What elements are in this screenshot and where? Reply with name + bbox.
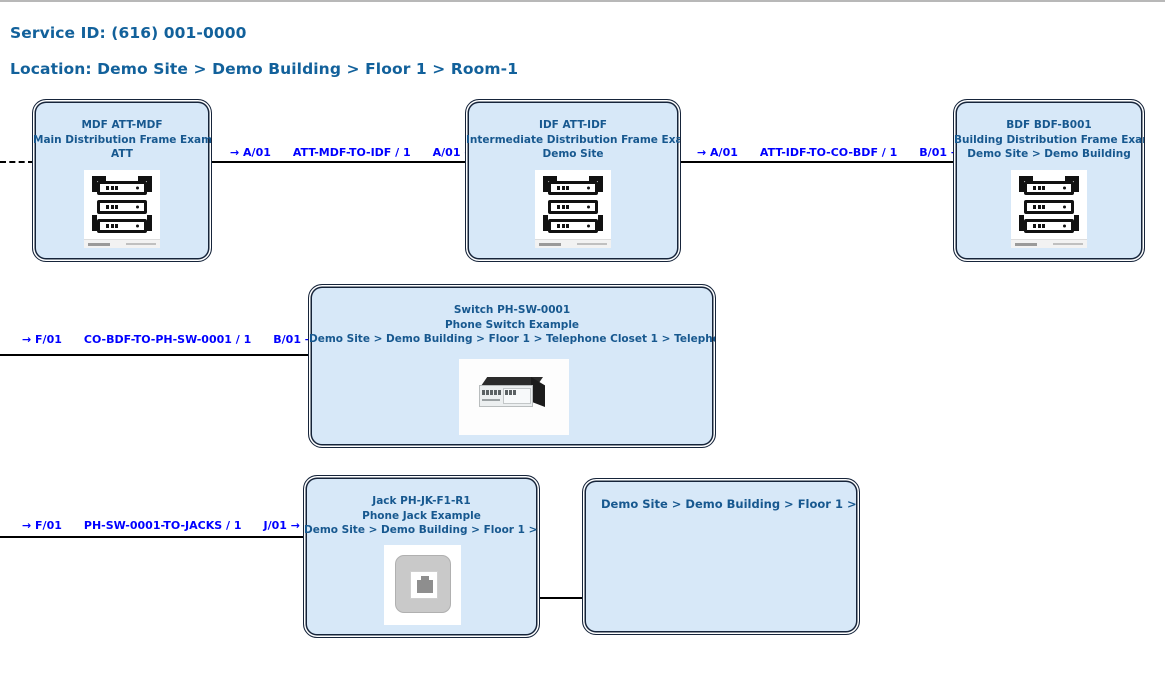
node-bdf-line3: Demo Site > Demo Building (967, 148, 1131, 160)
link-label-idf-to-bdf: → A/01 ATT-IDF-TO-CO-BDF / 1 B/01 → (697, 146, 960, 159)
link-line-jack-to-room (540, 597, 582, 599)
link-idf-to-bdf-circuit: ATT-IDF-TO-CO-BDF / 1 (759, 146, 898, 159)
node-mdf[interactable]: MDF ATT-MDF Main Distribution Frame Exam… (32, 99, 212, 262)
incoming-dashed-line (0, 161, 34, 163)
location-header: Location: Demo Site > Demo Building > Fl… (10, 60, 519, 78)
link-bdf-to-switch-left-port: → F/01 (22, 333, 62, 346)
node-idf-line2: Intermediate Distribution Frame Example (466, 133, 681, 146)
node-mdf-line1: MDF ATT-MDF (81, 119, 163, 131)
node-bdf-line2: Building Distribution Frame Example (954, 133, 1144, 146)
node-idf-line1: IDF ATT-IDF (539, 119, 607, 131)
node-mdf-line2: Main Distribution Frame Example (33, 133, 212, 146)
node-bdf[interactable]: BDF BDF-B001 Building Distribution Frame… (953, 99, 1145, 262)
link-mdf-to-idf-right-port: A/01 → (432, 146, 474, 159)
link-line-switch-to-jack (0, 536, 303, 538)
link-label-switch-to-jack: → F/01 PH-SW-0001-TO-JACKS / 1 J/01 → (22, 519, 300, 532)
server-rack-icon (84, 170, 160, 248)
node-jack-text: Jack PH-JK-F1-R1 Phone Jack Example Demo… (304, 476, 539, 538)
link-idf-to-bdf-left-port: → A/01 (697, 146, 738, 159)
node-switch-text: Switch PH-SW-0001 Phone Switch Example D… (309, 285, 715, 347)
node-jack-line3: Demo Site > Demo Building > Floor 1 > Ro… (304, 524, 539, 536)
node-bdf-line1: BDF BDF-B001 (1006, 119, 1092, 131)
network-switch-icon (459, 359, 569, 435)
link-mdf-to-idf-circuit: ATT-MDF-TO-IDF / 1 (292, 146, 411, 159)
link-line-idf-to-bdf (681, 161, 953, 163)
top-divider (0, 0, 1165, 2)
node-switch-line2: Phone Switch Example (444, 318, 580, 331)
link-bdf-to-switch-circuit: CO-BDF-TO-PH-SW-0001 / 1 (83, 333, 252, 346)
link-label-mdf-to-idf: → A/01 ATT-MDF-TO-IDF / 1 A/01 → (230, 146, 474, 159)
link-mdf-to-idf-left-port: → A/01 (230, 146, 271, 159)
link-idf-to-bdf-right-port: B/01 → (919, 146, 961, 159)
node-jack[interactable]: Jack PH-JK-F1-R1 Phone Jack Example Demo… (303, 475, 540, 638)
node-bdf-text: BDF BDF-B001 Building Distribution Frame… (954, 100, 1144, 162)
node-idf-line3: Demo Site (542, 148, 604, 160)
node-switch-line3: Demo Site > Demo Building > Floor 1 > Te… (309, 333, 715, 345)
link-bdf-to-switch-right-port: B/01 → (273, 333, 315, 346)
link-label-bdf-to-switch: → F/01 CO-BDF-TO-PH-SW-0001 / 1 B/01 → (22, 333, 314, 346)
server-rack-icon (535, 170, 611, 248)
node-switch-line1: Switch PH-SW-0001 (453, 304, 571, 316)
node-jack-line2: Phone Jack Example (362, 509, 481, 522)
node-switch[interactable]: Switch PH-SW-0001 Phone Switch Example D… (308, 284, 716, 448)
link-switch-to-jack-circuit: PH-SW-0001-TO-JACKS / 1 (83, 519, 242, 532)
link-switch-to-jack-left-port: → F/01 (22, 519, 62, 532)
server-rack-icon (1011, 170, 1087, 248)
node-room[interactable]: Demo Site > Demo Building > Floor 1 > Ro… (582, 478, 860, 635)
node-jack-line1: Jack PH-JK-F1-R1 (372, 495, 471, 507)
link-switch-to-jack-right-port: J/01 → (263, 519, 300, 532)
node-mdf-text: MDF ATT-MDF Main Distribution Frame Exam… (33, 100, 211, 162)
node-mdf-line3: ATT (111, 148, 133, 160)
node-idf-text: IDF ATT-IDF Intermediate Distribution Fr… (466, 100, 680, 162)
node-room-line1: Demo Site > Demo Building > Floor 1 > Ro… (601, 497, 859, 511)
node-idf[interactable]: IDF ATT-IDF Intermediate Distribution Fr… (465, 99, 681, 262)
node-room-text: Demo Site > Demo Building > Floor 1 > Ro… (583, 479, 859, 512)
link-line-bdf-to-switch (0, 354, 308, 356)
service-id-header: Service ID: (616) 001-0000 (10, 24, 247, 42)
link-line-mdf-to-idf (212, 161, 465, 163)
wall-jack-icon (384, 545, 461, 625)
